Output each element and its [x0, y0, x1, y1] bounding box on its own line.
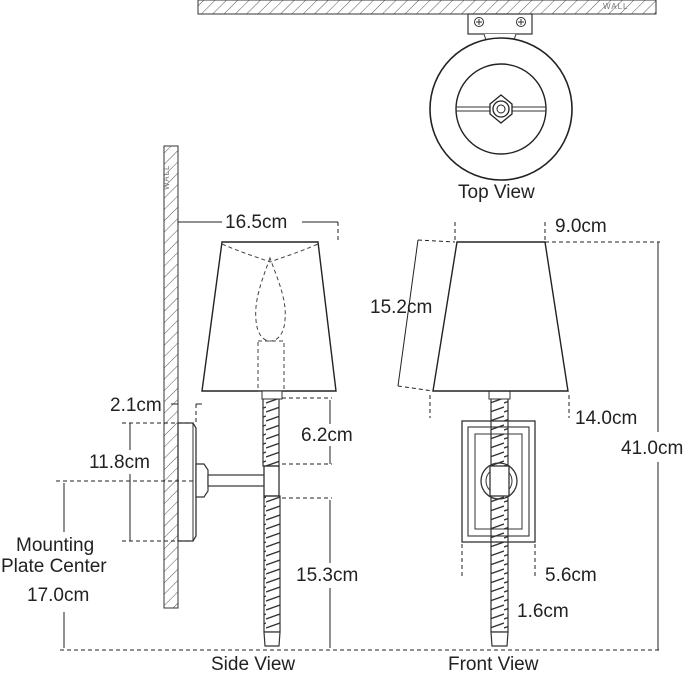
- front-stem: [490, 397, 509, 633]
- side-collar: [263, 465, 280, 497]
- dimension-label: 2.1cm: [110, 395, 162, 416]
- front-view: [432, 241, 569, 647]
- view-title-front: Front View: [448, 654, 539, 675]
- side-finial: [263, 631, 281, 647]
- dimension-lines: [56, 220, 660, 651]
- side-stem-lower: [263, 495, 281, 633]
- screw-icon: [516, 17, 526, 27]
- mounting-plate-label-line2: Plate Center: [1, 556, 107, 577]
- side-arm-knuckle: [195, 463, 209, 498]
- side-wall: [163, 145, 179, 609]
- side-shade: [201, 241, 337, 392]
- wall-label: WALL: [162, 164, 171, 191]
- dimension-label: 5.6cm: [545, 565, 597, 586]
- dimension-label: 14.0cm: [575, 408, 638, 429]
- dimension-label: 11.8cm: [89, 452, 150, 473]
- dimension-label: 17.0cm: [27, 585, 90, 606]
- view-title-side: Side View: [211, 654, 296, 675]
- side-bulb: [255, 256, 286, 342]
- front-shade: [432, 241, 569, 392]
- dimension-label: 15.2cm: [370, 297, 433, 318]
- side-candle: [257, 340, 285, 392]
- dimension-label: 15.3cm: [296, 565, 359, 586]
- socket-icon: [489, 94, 513, 124]
- mounting-plate-label-line1: Mounting: [16, 535, 95, 556]
- front-finial: [490, 631, 509, 647]
- dimension-label: 1.6cm: [517, 601, 569, 622]
- side-arm: [207, 474, 267, 487]
- side-view: [163, 145, 337, 647]
- dimension-label: 9.0cm: [555, 216, 607, 237]
- dimension-label: 16.5cm: [225, 212, 288, 233]
- side-stem-upper: [262, 397, 280, 467]
- wall-label: WALL: [603, 2, 629, 11]
- dimension-label: 41.0cm: [621, 438, 684, 459]
- dimension-label: 6.2cm: [301, 425, 353, 446]
- top-wall: [197, 0, 657, 15]
- view-title-top: Top View: [458, 182, 535, 203]
- screw-icon: [474, 17, 484, 27]
- top-view: [197, 0, 657, 181]
